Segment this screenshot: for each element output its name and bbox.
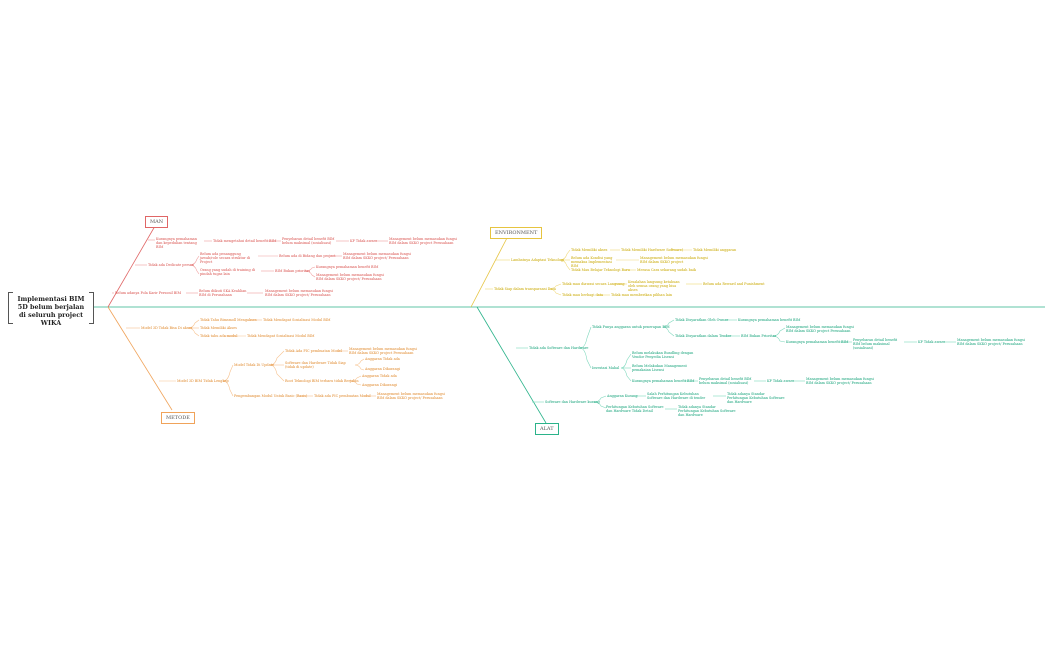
cause-node[interactable]: Kurangnya pemahaman benefit BIM (632, 379, 695, 383)
cause-node[interactable]: Tidak adanya Standar Perhitungan Kebutuh… (727, 392, 785, 405)
cause-node[interactable]: Perhitungan Kebutuhan Software dan Hardw… (606, 405, 664, 414)
cause-node[interactable]: Tidak Siap dalam transparansi Data (494, 287, 556, 291)
cause-node[interactable]: Pengembangan Modul Untuk Basic (Basis) (234, 394, 308, 398)
category-alat[interactable]: ALAT (535, 423, 559, 435)
cause-node[interactable]: Management belum memasukan fungsi BIM da… (316, 273, 384, 282)
cause-node[interactable]: Tidak mau diawasi secara Langsung (562, 282, 625, 286)
cause-node[interactable]: Belum ada penanggung jawab/role secara s… (200, 252, 250, 265)
cause-node[interactable]: Belum ada Kondisi yang memaksa Implement… (571, 256, 613, 269)
cause-node[interactable]: Anggaran Tidak ada (365, 357, 400, 361)
cause-node[interactable]: Management belum memasukan fungsi BIM da… (265, 289, 333, 298)
cause-node[interactable]: Tidak Ada PIC pembuatan Model (285, 349, 342, 353)
cause-node[interactable]: Anggaran Dikurangi (365, 367, 401, 371)
cause-node[interactable]: Belum adanya Pola Karir Personil BIM (115, 291, 182, 295)
cause-node[interactable]: Software dan Hardware kurang (545, 400, 600, 404)
root-title: Implementasi BIM 5D belum berjalan di se… (17, 295, 85, 327)
cause-node[interactable]: Kesalahan langsung ketahuan oleh semua o… (628, 280, 680, 293)
cause-node[interactable]: Penyebaran detail benefit BIM belum maks… (699, 377, 752, 386)
cause-node[interactable]: Kurangnya pemahaman benefit BIM (786, 340, 849, 344)
cause-node[interactable]: Tidak Disyaratkan Oleh Owner (675, 318, 729, 322)
cause-node[interactable]: Kurangnya pemahaman dan kepedulian tenta… (156, 237, 197, 250)
cause-node[interactable]: Management belum memasukan fungsi BIM da… (349, 347, 417, 356)
cause-node[interactable]: Tidak Mendapat Sosialisasi Modul BIM (247, 334, 315, 338)
cause-node[interactable]: Tidak Mendapat Sosialisasi Modul BIM (263, 318, 331, 322)
cause-node[interactable]: Tidak ada Dedicate person (148, 263, 195, 267)
cause-node[interactable]: Penyebaran detail benefit BIM belum maks… (853, 338, 898, 351)
cause-node[interactable]: Belum Melakukan Management pemakaian Lis… (632, 364, 687, 373)
cause-node[interactable]: Tidak Memiliki Hardware Software) (621, 248, 684, 252)
cause-node[interactable]: Belum ada di Bidang dan project (279, 254, 336, 258)
cause-node[interactable]: Tidak tahu ada modul (200, 334, 238, 338)
cause-node[interactable]: Tidak mau memberikan pilihan lain (611, 293, 673, 297)
cause-node[interactable]: Model 3D BIM Tidak Lengkap (177, 379, 229, 383)
cause-node[interactable]: Anggaran Tidak ada (362, 374, 397, 378)
cause-node[interactable]: Tidak adanya Standar Perhitungan Kebutuh… (678, 405, 736, 418)
category-environment[interactable]: ENVIRONMENT (490, 227, 543, 239)
cause-node[interactable]: Root Teknologi BIM terbaru tidak Berjala… (285, 379, 359, 383)
cause-node[interactable]: Tidak Punya anggaran untuk penerapan BIM (592, 325, 670, 329)
root-problem-node[interactable]: Implementasi BIM 5D belum berjalan di se… (8, 292, 94, 327)
cause-node[interactable]: Orang yang sudah di training di pindah t… (200, 268, 255, 277)
cause-node[interactable]: KP Tidak aware (767, 379, 795, 383)
cause-node[interactable]: KP Tidak aware (918, 340, 946, 344)
cause-node[interactable]: Anggaran Kurang (607, 394, 638, 398)
bracket-left (8, 292, 13, 324)
cause-node[interactable]: Kurangnya pemahaman benefit BIM (738, 318, 801, 322)
cause-node[interactable]: Tidak Disyaratkan dalam Tender (675, 334, 732, 338)
category-metode[interactable]: METODE (161, 412, 195, 424)
cause-node[interactable]: Tidak Memiliki anggaran (693, 248, 737, 252)
bracket-right (89, 292, 94, 324)
cause-node[interactable]: Investasi Mahal (592, 366, 620, 370)
cause-node[interactable]: Tidak mengetahui detail benefit BIM (213, 239, 277, 243)
cause-node[interactable]: Management belum memasukan fungsi BIM da… (957, 338, 1025, 347)
cause-node[interactable]: Belum ada Reward and Punishment (703, 282, 765, 286)
cause-node[interactable]: Model 3D Tidak Bisa Di akses (141, 326, 193, 330)
cause-node[interactable]: Tidak Memiliki akses (571, 248, 608, 252)
cause-node[interactable]: Tidak Memiliki Akses (200, 326, 237, 330)
cause-node[interactable]: Management belum memasukan fungsi BIM da… (786, 325, 854, 334)
cause-node[interactable]: BIM Bukan Prioritas (741, 334, 777, 338)
category-man[interactable]: MAN (145, 216, 169, 228)
cause-node[interactable]: Lambatnya Adaptasi Teknologi (511, 258, 565, 262)
cause-node[interactable]: Anggaran Dikurangi (362, 383, 398, 387)
cause-node[interactable]: Tidak ada PIC pembuatan Modul (314, 394, 371, 398)
cause-node[interactable]: Tidak mau berbagi data (562, 293, 604, 297)
cause-node[interactable]: Salah Perhitungan Kebutuhan Software dan… (647, 392, 706, 401)
cause-node[interactable]: Management belum memasukan fungsi BIM da… (343, 252, 411, 261)
cause-node[interactable]: Belum diikuti SKA Keahlian BIM di Perusa… (199, 289, 247, 298)
cause-node[interactable]: Kurangnya pemahaman benefit BIM (316, 265, 379, 269)
cause-node[interactable]: Tidak Tahu Bimsmoll Mengakses (200, 318, 257, 322)
cause-node[interactable]: Management belum memasukan fungsi BIM da… (640, 256, 708, 265)
cause-node[interactable]: Management belum memasukan fungsi BIM da… (389, 237, 457, 246)
cause-node[interactable]: BIM Bukan prioritas (275, 269, 311, 273)
cause-node[interactable]: Management belum memasukan fungsi BIM da… (377, 392, 445, 401)
cause-node[interactable]: Merasa Cara sekarang sudah baik (637, 268, 696, 272)
cause-node[interactable]: Tidak ada Software dan Hardware (529, 346, 589, 350)
cause-node[interactable]: Belum melakukan Bundling dengan Vendor P… (632, 351, 694, 360)
cause-node[interactable]: KP Tidak aware (350, 239, 378, 243)
cause-node[interactable]: Model Tidak Di Update (234, 363, 274, 367)
cause-node[interactable]: Penyebaran detail benefit BIM belum maks… (282, 237, 335, 246)
cause-node[interactable]: Management belum memasukan fungsi BIM da… (806, 377, 874, 386)
cause-node[interactable]: Software dan Hardware Tidak Siap (tidak … (285, 361, 346, 370)
cause-node[interactable]: Tidak Mau Belajar Teknologi Baru (571, 268, 630, 272)
